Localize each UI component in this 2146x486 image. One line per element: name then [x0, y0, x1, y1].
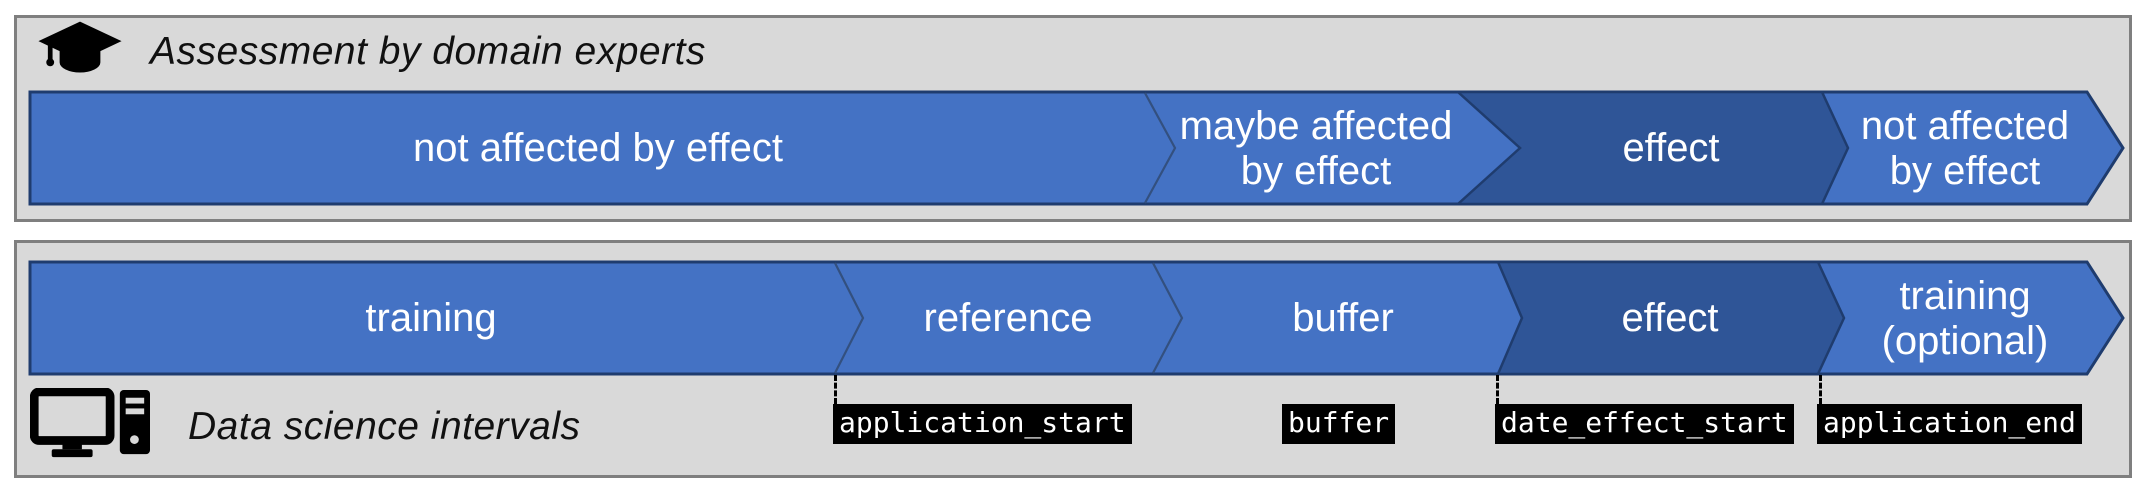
marker-label-date-effect-start: date_effect_start [1495, 404, 1794, 445]
segment-label-maybe-affected-line1: maybe affected [1180, 104, 1453, 148]
marker-label-application-start: application_start [833, 404, 1132, 445]
segment-label-not-affected-2-line2: by effect [1890, 149, 2040, 193]
marker-line-date-effect-start [1496, 375, 1499, 404]
segment-label-effect-top: effect [1622, 126, 1719, 170]
segment-label-training-optional-line2: (optional) [1882, 319, 2049, 363]
segment-label-training: training [365, 296, 496, 340]
assessment-segment-effect-shape [1454, 90, 1850, 206]
segment-label-reference: reference [924, 296, 1093, 340]
marker-label-application-end: application_end [1817, 404, 2082, 445]
segment-label-maybe-affected-line2: by effect [1241, 149, 1391, 193]
segment-label-not-affected-2-line1: not affected [1861, 104, 2069, 148]
assessment-timeline-bar: not affected by effect maybe affected by… [28, 90, 2125, 206]
segment-label-buffer: buffer [1292, 296, 1394, 340]
segment-label-effect-bottom: effect [1621, 296, 1718, 340]
marker-line-application-end [1819, 375, 1822, 404]
data-science-header: Data science intervals [29, 387, 581, 465]
segment-label-training-optional-line1: training [1899, 274, 2030, 318]
data-science-separator-2 [1152, 262, 1184, 374]
desktop-computer-icon [29, 387, 162, 465]
data-science-timeline-bar: training reference buffer effect trainin… [28, 260, 2125, 376]
marker-label-buffer: buffer [1282, 404, 1396, 445]
data-science-segment-effect-shape [1496, 260, 1846, 376]
data-science-title: Data science intervals [188, 404, 581, 448]
assessment-header: Assessment by domain experts [36, 20, 706, 83]
assessment-separator-1 [1144, 92, 1177, 204]
segment-label-not-affected-1: not affected by effect [413, 126, 783, 170]
data-science-separator-1 [834, 262, 865, 374]
marker-line-application-start [834, 375, 837, 404]
assessment-title: Assessment by domain experts [150, 29, 706, 73]
graduation-cap-icon [36, 20, 124, 83]
